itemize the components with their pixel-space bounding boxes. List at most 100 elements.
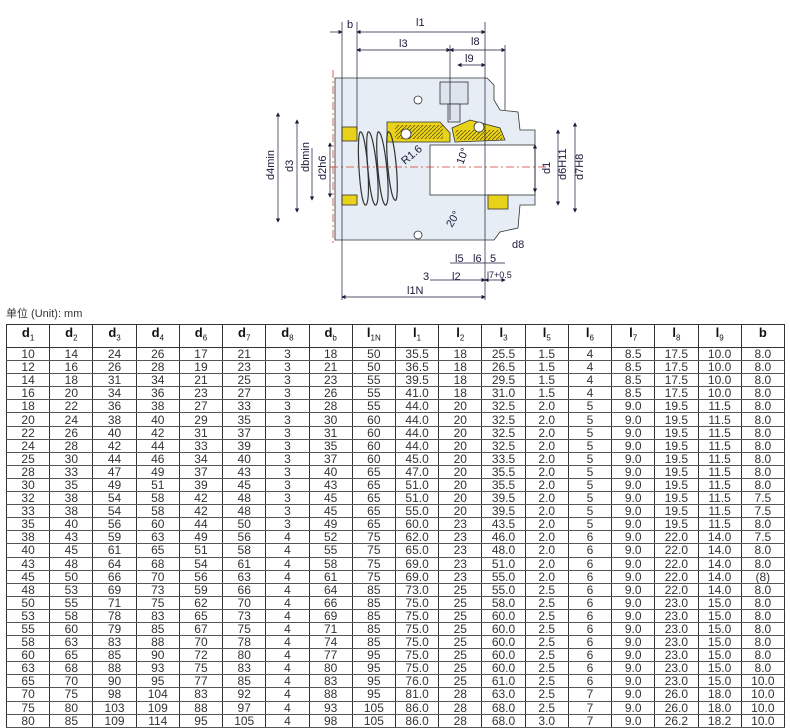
table-cell: 5 [567,451,613,466]
dim-l1n: l1N [407,285,424,297]
table-cell: 8.0 [740,451,786,466]
table-cell: 23 [178,386,224,401]
table-cell: 28 [135,360,180,375]
table-cell: 23 [438,517,483,532]
table-cell: 26 [308,386,353,401]
table-cell: 88 [308,687,353,702]
table-cell: 41.0 [394,386,440,401]
table-cell: 15.0 [697,595,742,610]
table-cell: 22.0 [654,543,699,558]
table-cell: 70 [135,569,180,584]
column-header-main: d [65,325,74,341]
table-cell: 18 [49,373,94,388]
table-cell: 22.0 [654,582,699,597]
table-cell: 85 [351,635,396,650]
column-header-main: d [324,325,333,341]
table-cell: 8.5 [611,360,656,375]
table-cell: 8.0 [740,608,786,623]
table-cell: 42 [135,425,180,440]
table-cell: 2.0 [524,451,569,466]
table-cell: 4 [567,346,613,362]
table-cell: 32.5 [481,425,526,440]
table-cell: 7.5 [740,530,786,545]
table-cell: 4 [265,569,310,584]
table-cell: 35.5 [481,477,526,493]
table-cell: 85 [92,648,137,663]
table-cell: 60.0 [481,661,526,676]
table-cell: 75.0 [394,648,440,663]
table-cell: 9.0 [611,412,656,427]
table-cell: 28 [438,700,483,715]
column-header-subscript: 2 [73,333,78,343]
dimension-lines [275,22,578,300]
column-header-main: d [21,325,30,341]
table-cell: 61 [222,556,267,571]
table-cell: 8.0 [740,582,786,597]
table-cell: 17.5 [654,386,699,401]
column-header: l1N [351,324,396,348]
table-cell: 26.2 [654,713,699,728]
table-cell: 2.0 [524,491,569,506]
table-cell: 37 [222,425,267,440]
table-cell: 4 [567,386,613,401]
table-cell: 28 [49,438,94,453]
table-cell: 20 [5,412,51,427]
column-header-main: d [281,325,290,341]
column-header-main: d [108,325,117,341]
table-cell: 78 [92,608,137,623]
table-cell: 77 [308,648,353,663]
table-cell: 23 [438,569,483,584]
table-cell: 47.0 [394,464,440,479]
table-cell: 2.0 [524,556,569,571]
table-cell: 83 [178,687,224,702]
column-header: d3 [92,324,137,348]
table-cell: 15.0 [697,648,742,663]
table-cell: 37 [308,451,353,466]
column-header-subscript: 8 [289,333,294,343]
table-cell: 68 [49,661,94,676]
table-cell: 19.5 [654,438,699,453]
table-cell: 22.0 [654,569,699,584]
table-cell: 70 [5,687,51,702]
table-cell: 20 [438,477,483,493]
table-cell: 88 [178,700,224,715]
dim-dbmin: dbmin [300,142,312,172]
table-cell: 55.0 [481,582,526,597]
table-cell: 26.5 [481,360,526,375]
table-cell: 6 [567,621,613,637]
table-cell: 36 [135,386,180,401]
table-cell: 69.0 [394,556,440,571]
table-cell: 6 [567,582,613,597]
table-cell: 7 [567,700,613,715]
table-cell: 11.5 [697,504,742,519]
table-cell: 61 [92,543,137,558]
table-cell: 3 [265,517,310,532]
table-cell: 83 [308,674,353,689]
table-cell: 4 [265,713,310,728]
column-header-main: l [542,325,547,341]
table-cell: 8.0 [740,464,786,479]
table-cell: 2.5 [524,661,569,676]
table-cell: 55 [351,386,396,401]
column-header-main: l [366,325,371,341]
table-cell: 93 [135,661,180,676]
column-header: l7 [611,324,656,348]
column-header-main: l [715,325,720,341]
table-cell: 9.0 [611,438,656,453]
table-cell: 65 [351,504,396,519]
table-cell: 46.0 [481,530,526,545]
table-cell: 9.0 [611,595,656,610]
table-cell: 48 [5,582,51,597]
